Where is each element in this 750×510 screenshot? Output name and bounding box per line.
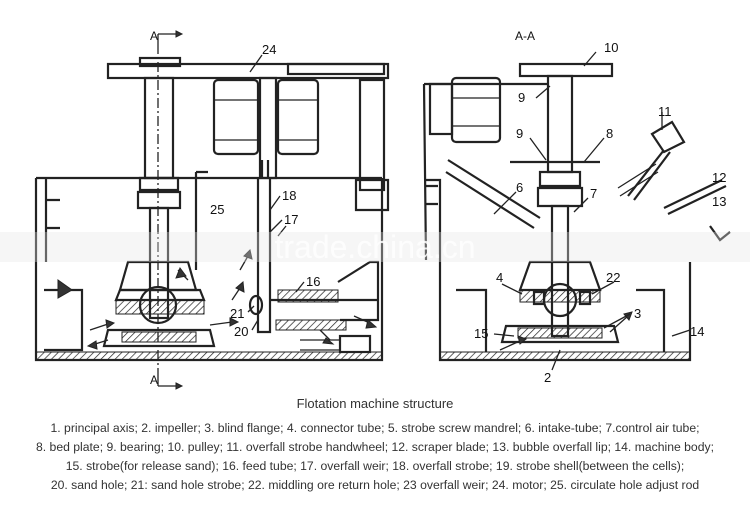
- right-view: A-A: [422, 29, 731, 385]
- label-21: 21: [230, 306, 244, 321]
- sand-box: [44, 288, 84, 352]
- impeller-left: [102, 260, 216, 348]
- impeller-right: [500, 260, 620, 344]
- label-10: 10: [604, 40, 618, 55]
- flow-arrows-right-view: [499, 311, 633, 351]
- watermark-band: [0, 232, 750, 262]
- label-13: 13: [712, 194, 726, 209]
- flow-arrows-left: [86, 266, 240, 350]
- section-mark-a-top: A: [150, 29, 158, 43]
- label-16: 16: [306, 274, 320, 289]
- section-arrow-top: [157, 33, 178, 44]
- motor-right: [428, 76, 502, 144]
- right-top-frame: [518, 62, 614, 78]
- label-12: 12: [712, 170, 726, 185]
- legend-line-2: 8. bed plate; 9. bearing; 10. pulley; 11…: [36, 440, 714, 454]
- left-tank: [34, 178, 384, 362]
- label-8: 8: [606, 126, 613, 141]
- feed-tube: [275, 260, 380, 354]
- right-bearing: [354, 178, 390, 212]
- sand-hole-strobe: [248, 294, 264, 316]
- motor-24: [212, 76, 320, 180]
- label-15: 15: [474, 326, 488, 341]
- section-arrow-head-bottom: [175, 382, 184, 390]
- label-7: 7: [590, 186, 597, 201]
- section-arrow-bottom: [157, 372, 178, 387]
- legend-line-1: 1. principal axis; 2. impeller; 3. blind…: [50, 421, 700, 435]
- right-column: [358, 78, 386, 192]
- section-mark-a-bottom: A: [150, 373, 158, 387]
- overfall-lip: [709, 225, 731, 242]
- label-17: 17: [284, 212, 298, 227]
- flow-arrows-right: [231, 225, 378, 345]
- label-11: 11: [658, 104, 672, 119]
- label-6: 6: [516, 180, 523, 195]
- pulley-left: [138, 56, 182, 68]
- right-tank: [426, 178, 692, 362]
- intake-tube: [445, 159, 541, 229]
- pulley-right: [286, 62, 386, 76]
- legend-line-3: 15. strobe(for release sand); 16. feed t…: [65, 459, 685, 473]
- label-20: 20: [234, 324, 248, 339]
- leader-lines-right: [493, 51, 691, 371]
- legend-line-4: 20. sand hole; 21: sand hole strobe; 22.…: [50, 478, 700, 492]
- caption-title: Flotation machine structure: [296, 396, 454, 411]
- label-3: 3: [634, 306, 641, 321]
- label-22: 22: [606, 270, 620, 285]
- scraper-blade: [663, 179, 727, 215]
- label-24: 24: [262, 42, 276, 57]
- label-18: 18: [282, 188, 296, 203]
- top-frame: [106, 62, 390, 80]
- section-title-aa: A-A: [515, 29, 535, 43]
- left-view: A A: [34, 29, 390, 390]
- watermark: trade.china.cn: [274, 229, 475, 265]
- caption: Flotation machine structure 1. principal…: [0, 396, 750, 495]
- label-9-lower: 9: [516, 126, 523, 141]
- label-9-upper: 9: [518, 90, 525, 105]
- label-14: 14: [690, 324, 704, 339]
- label-4: 4: [496, 270, 503, 285]
- label-25: 25: [210, 202, 224, 217]
- adjust-rod: [194, 170, 208, 270]
- flotation-machine-drawing: A A: [0, 29, 750, 390]
- leader-lines-left: [247, 54, 305, 331]
- handwheel: [617, 120, 686, 201]
- section-arrow-head-top: [175, 30, 184, 38]
- left-wall-detail: [44, 178, 60, 262]
- label-2: 2: [544, 370, 551, 385]
- tank-floor: [35, 351, 383, 361]
- principal-axis-left: [136, 76, 182, 320]
- flow-arrow-1: [57, 279, 73, 299]
